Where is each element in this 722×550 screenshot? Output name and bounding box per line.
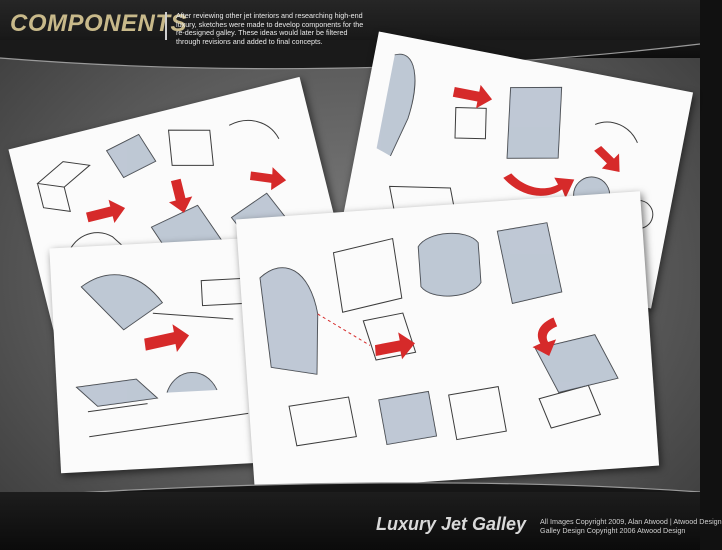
title-divider [165, 12, 167, 40]
sketch-sheet-counter-and-shelves [49, 231, 381, 474]
sketch-sheet-galley-units [235, 191, 660, 494]
copyright-text: All Images Copyright 2009, Alan Atwood |… [540, 517, 722, 535]
copyright-line-1: All Images Copyright 2009, Alan Atwood |… [540, 517, 722, 526]
footer-bar [0, 492, 700, 550]
copyright-line-2: Galley Design Copyright 2006 Atwood Desi… [540, 526, 686, 535]
intro-text: After reviewing other jet interiors and … [176, 11, 364, 46]
project-title: Luxury Jet Galley [376, 514, 527, 534]
sketch-drawings [75, 274, 304, 438]
sketch-drawings [259, 222, 619, 447]
page-title: COMPONENTS [10, 10, 188, 37]
header-swoosh [0, 40, 701, 70]
